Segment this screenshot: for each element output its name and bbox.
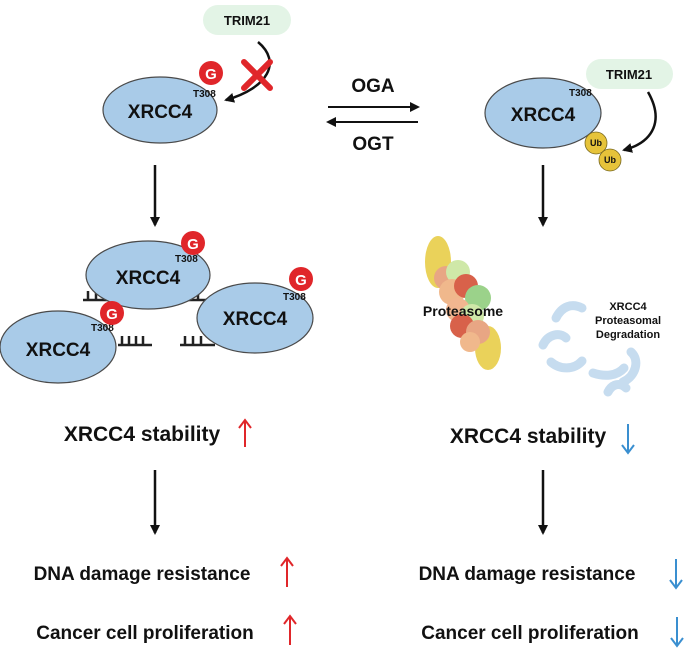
right-trim21-arrow <box>622 91 657 153</box>
up-arrow-icon <box>283 614 297 645</box>
ub-label: Ub <box>604 155 616 165</box>
up-arrow-icon <box>238 418 252 447</box>
right-trim21-label: TRIM21 <box>606 67 652 82</box>
down-arrow-icon <box>670 617 684 648</box>
degraded-fragment-icon <box>538 301 641 397</box>
ub-label: Ub <box>590 138 602 148</box>
down-arrow-icon <box>621 424 635 455</box>
left-trim21-badge: TRIM21 <box>203 5 291 35</box>
glyco-label: G <box>187 236 199 253</box>
degradation-label-line1: XRCC4 <box>609 301 647 313</box>
down-arrow-icon <box>669 559 683 590</box>
site-label: T308 <box>283 292 306 303</box>
up-arrow-icon <box>280 556 294 587</box>
glyco-badge: G <box>199 61 223 85</box>
left-top-xrcc4-protein: XRCC4 <box>102 76 218 144</box>
stabilized-xrcc4-protein: XRCC4 <box>85 240 211 310</box>
right-stability-label: XRCC4 stability <box>450 425 607 448</box>
left-stability-label: XRCC4 stability <box>64 423 221 446</box>
xrcc4-label: XRCC4 <box>511 105 576 126</box>
xrcc4-label: XRCC4 <box>26 340 91 361</box>
left-proliferation-label: Cancer cell proliferation <box>36 623 254 644</box>
glyco-label: G <box>295 272 307 289</box>
stabilized-xrcc4-protein: XRCC4 <box>0 310 117 384</box>
right-top-xrcc4-protein: XRCC4 <box>484 77 602 149</box>
oga-label: OGA <box>351 76 395 97</box>
right-dna-label: DNA damage resistance <box>419 564 636 585</box>
glyco-badge: G <box>100 301 124 325</box>
ubiquitin-icon: Ub <box>598 148 622 172</box>
left-dna-label: DNA damage resistance <box>34 564 251 585</box>
stabilized-xrcc4-protein: XRCC4 <box>196 282 314 354</box>
proteasome-label: Proteasome <box>423 303 503 319</box>
proteasome-icon <box>425 236 501 370</box>
right-trim21-badge: TRIM21 <box>586 59 673 89</box>
degradation-label-line3: Degradation <box>596 329 660 341</box>
left-trim21-arrow <box>224 41 271 103</box>
xrcc4-label: XRCC4 <box>116 268 181 289</box>
degradation-label-line2: Proteasomal <box>595 315 661 327</box>
ubiquitin-icon: Ub <box>584 131 608 155</box>
xrcc4-label: XRCC4 <box>128 102 193 123</box>
glyco-badge: G <box>289 267 313 291</box>
left-trim21-label: TRIM21 <box>224 13 270 28</box>
site-label: T308 <box>175 254 198 265</box>
right-proliferation-label: Cancer cell proliferation <box>421 623 639 644</box>
blocked-cross-icon <box>241 59 273 91</box>
ogt-label: OGT <box>352 134 394 155</box>
site-label: T308 <box>193 89 216 100</box>
site-label: T308 <box>569 88 592 99</box>
site-label: T308 <box>91 323 114 334</box>
glyco-label: G <box>106 306 118 323</box>
glyco-badge: G <box>181 231 205 255</box>
xrcc4-label: XRCC4 <box>223 309 288 330</box>
glyco-label: G <box>205 66 217 83</box>
